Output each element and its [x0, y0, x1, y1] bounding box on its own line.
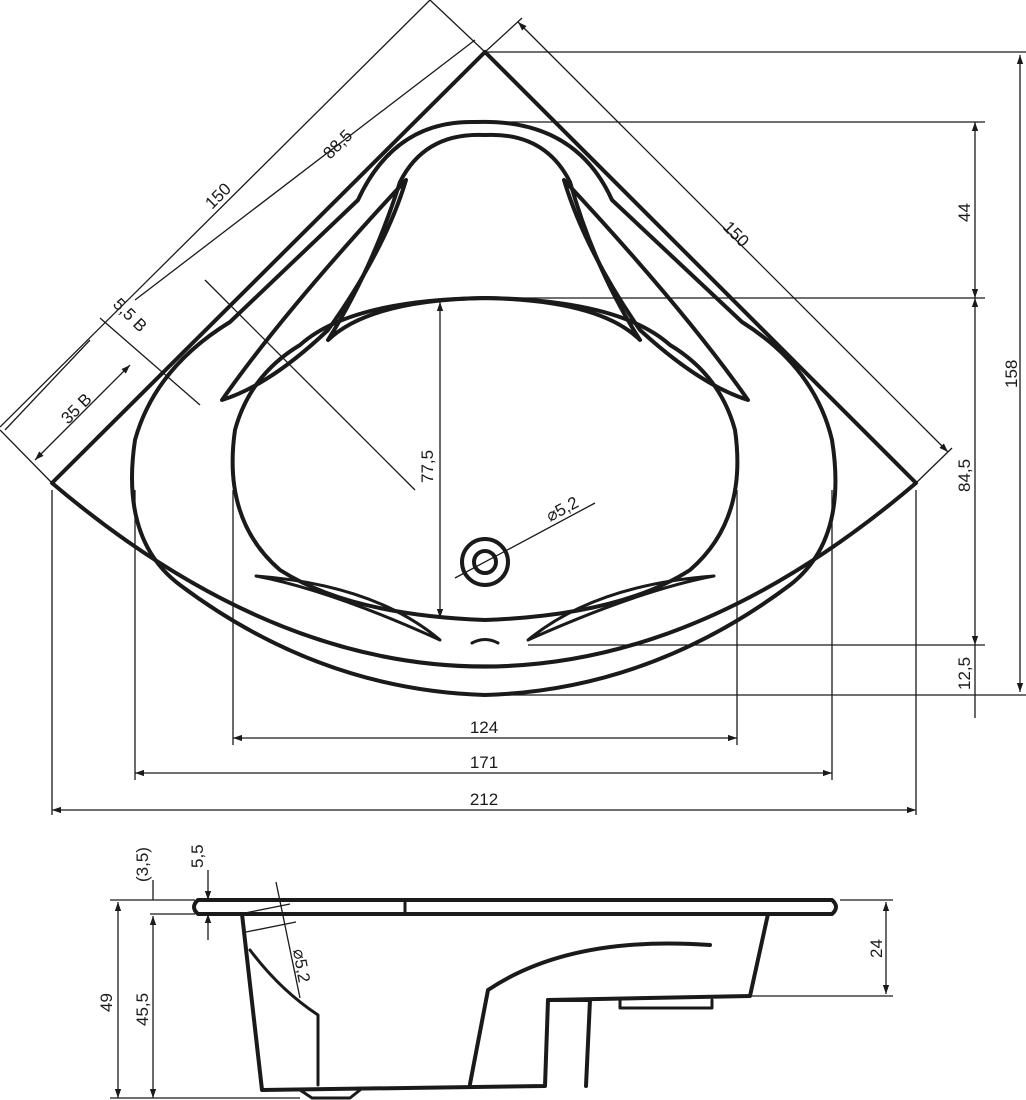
dim-line-35-b	[34, 364, 131, 461]
drain-inner	[472, 549, 498, 575]
ext-line-rim	[99, 317, 201, 406]
side-drain	[298, 1088, 362, 1100]
ext-line	[915, 447, 953, 484]
label-124: 124	[470, 718, 498, 737]
side-inner-panel	[248, 948, 320, 1087]
label-158: 158	[1002, 360, 1021, 388]
label-drain-side: ⌀5,2	[289, 947, 314, 984]
side-rim	[192, 898, 838, 916]
side-overflow	[618, 998, 714, 1010]
ext-line	[245, 921, 297, 933]
label-49: 49	[97, 993, 116, 1012]
ext-line	[0, 429, 53, 484]
ext-line	[239, 903, 291, 915]
label-212: 212	[470, 790, 498, 809]
armrest-right	[526, 574, 716, 642]
armrest-left	[254, 574, 442, 642]
side-body	[240, 912, 770, 1092]
side-step	[546, 998, 592, 1088]
label-455: 45,5	[133, 993, 152, 1026]
dim-line-drain	[454, 502, 596, 579]
label-845: 84,5	[955, 459, 974, 492]
dim-line-150-left	[0, 0, 431, 428]
drain-outer	[460, 537, 510, 587]
label-44: 44	[955, 203, 974, 222]
dim-line-drain-side	[275, 881, 301, 999]
side-view: 49 45,5 (3,5) 5,5 ⌀5,2 24	[97, 844, 893, 1100]
label-35: (3,5)	[133, 847, 152, 882]
label-corner: 35 B	[57, 390, 95, 428]
ext-line	[429, 0, 486, 53]
label-150-right: 150	[719, 217, 752, 250]
label-125: 12,5	[955, 657, 974, 690]
label-171: 171	[470, 753, 498, 772]
side-seat	[468, 941, 712, 1086]
label-150-left: 150	[201, 179, 234, 212]
label-775: 77,5	[418, 450, 437, 483]
top-view: 150 88,5 5,5 B 35 B 150 77,5 ⌀5,2 44 84,…	[0, 0, 1026, 815]
overflow-slot	[470, 638, 500, 645]
label-rim: 5,5 B	[109, 294, 151, 336]
ext-line-88	[204, 279, 416, 491]
label-88-left: 88,5	[319, 126, 356, 163]
tub-outer-outline	[50, 50, 918, 669]
label-55: 5,5	[188, 844, 207, 868]
dim-line-150-right	[517, 21, 949, 453]
dim-line-88-left	[134, 39, 476, 301]
ext-line	[484, 17, 523, 53]
label-24: 24	[867, 939, 886, 958]
